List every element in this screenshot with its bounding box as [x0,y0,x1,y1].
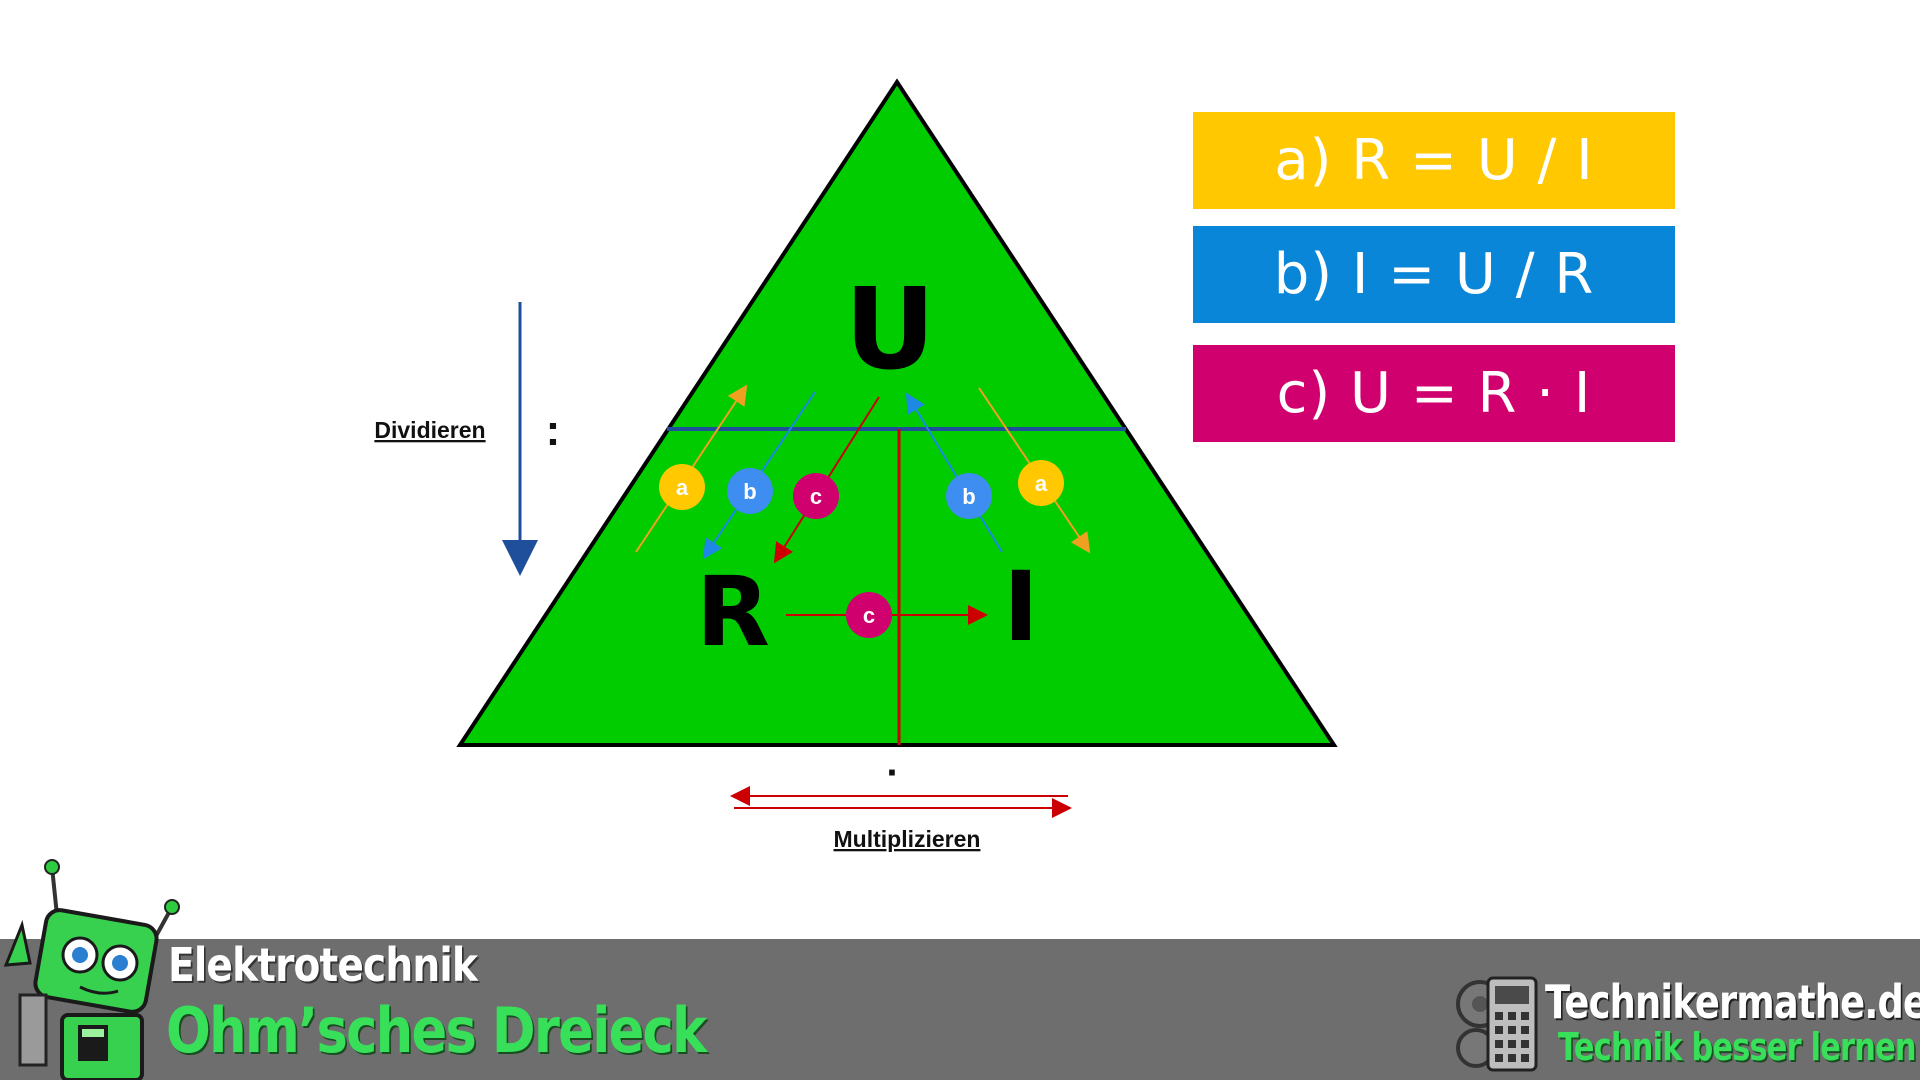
divide-label: Dividieren [374,417,485,443]
marker-b-right: b [946,473,992,519]
category-title: Elektrotechnik [168,938,478,992]
formula-a-text: a) R = U / I [1274,128,1594,193]
formula-b-box: b) I = U / R [1193,226,1675,323]
svg-text:c: c [810,484,822,509]
marker-c-left: c [793,473,839,519]
multiply-label: Multiplizieren [834,826,981,852]
marker-a-right: a [1018,460,1064,506]
arrow-b-right [905,392,1003,553]
formula-c-text: c) U = R · I [1276,361,1592,426]
robot-mascot-icon [3,859,180,1080]
svg-text:b: b [962,484,975,509]
brand-name: Technikermathe.de [1545,975,1920,1029]
svg-text:a: a [676,475,689,500]
divide-symbol: : [546,406,561,455]
ohm-triangle [456,78,1338,747]
formula-c-box: c) U = R · I [1193,345,1675,442]
svg-text:c: c [863,603,875,628]
topic-title: Ohm’sches Dreieck [166,994,707,1067]
formula-a-box: a) R = U / I [1193,112,1675,209]
calculator-gear-icon [1456,976,1538,1072]
brand-slogan: Technik besser lernen [1558,1025,1917,1069]
multiply-symbol: · [886,751,899,795]
svg-text:a: a [1035,471,1048,496]
marker-c-bottom: c [846,592,892,638]
svg-text:b: b [743,479,756,504]
letter-i: I [1003,551,1039,663]
formula-b-text: b) I = U / R [1273,242,1595,307]
letter-r: R [696,556,770,668]
marker-a-left: a [659,464,705,510]
letter-u: U [845,265,936,395]
footer-bar [0,939,1920,1080]
marker-b-left: b [727,468,773,514]
